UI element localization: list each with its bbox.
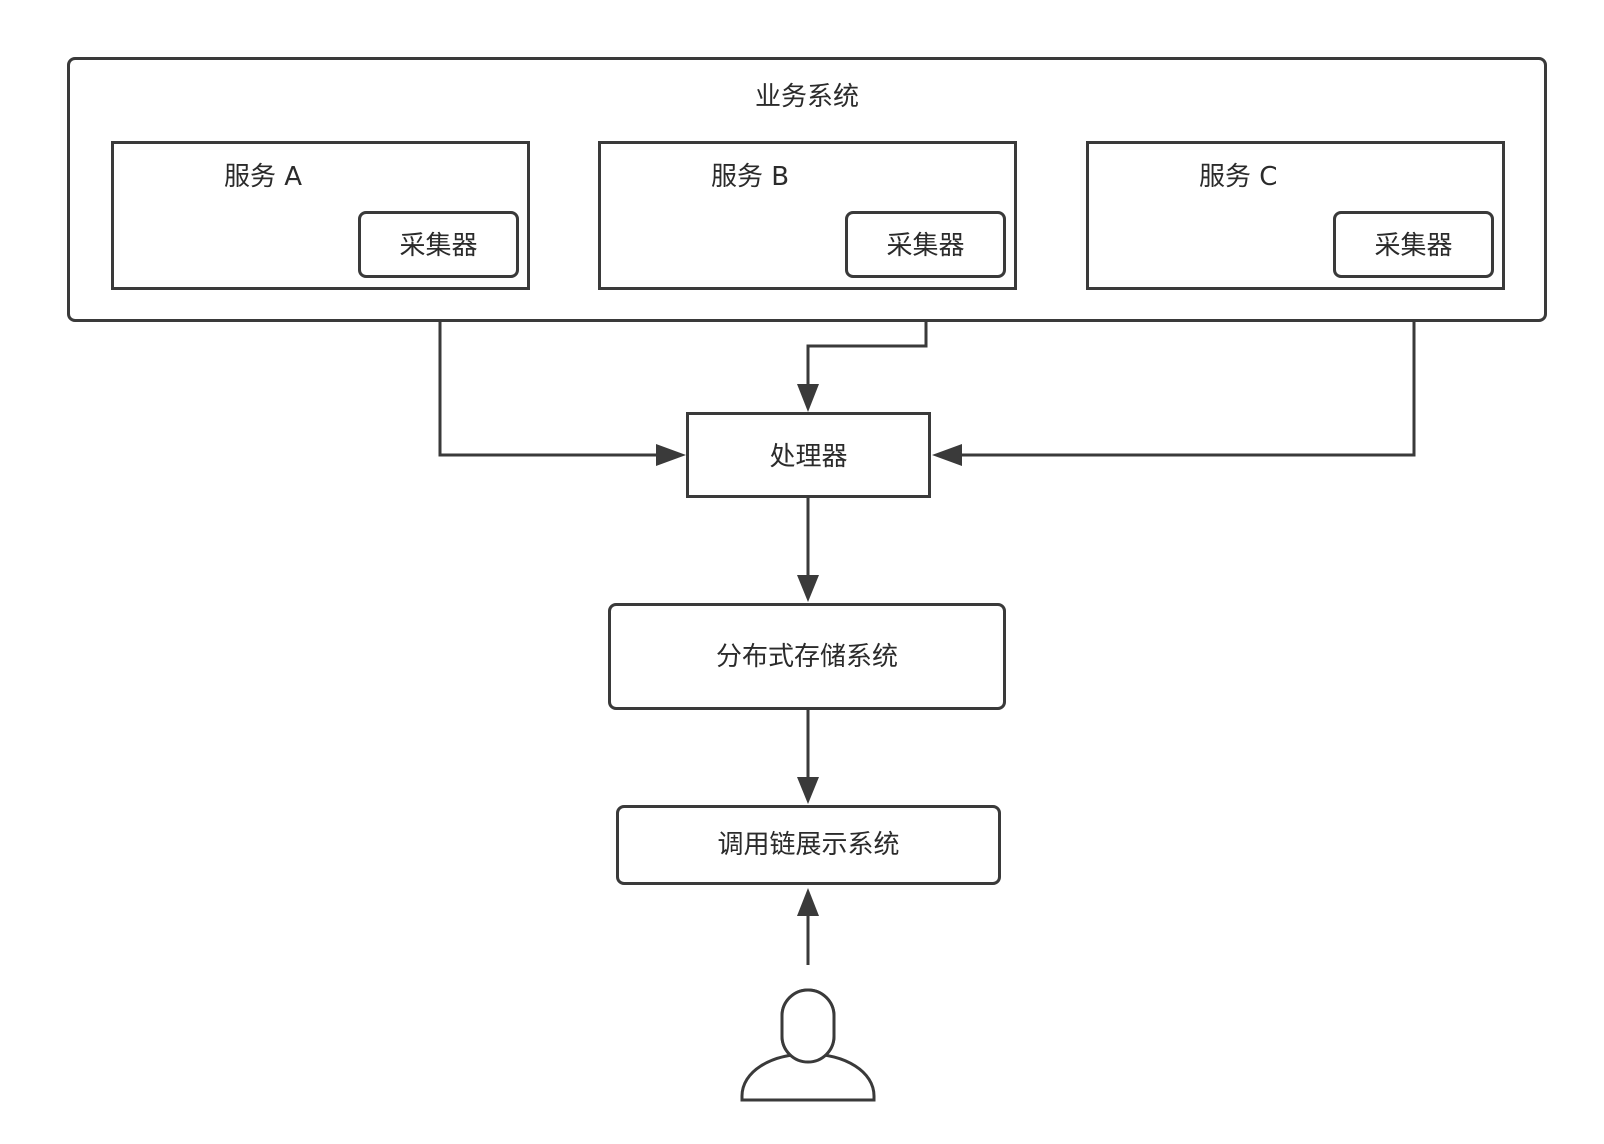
- display-box: 调用链展示系统: [616, 805, 1001, 885]
- connector-collector-c-to-processor: [958, 283, 1416, 457]
- storage-label: 分布式存储系统: [715, 642, 898, 672]
- collector-a-box: 采集器: [358, 211, 519, 278]
- storage-box: 分布式存储系统: [608, 603, 1006, 710]
- user-icon: [740, 988, 876, 1102]
- arrowhead-display-in: [797, 777, 819, 804]
- arrowhead-left-in: [656, 444, 686, 466]
- connector-collector-a-to-processor: [438, 283, 660, 457]
- service-c-label: 服务 C: [1199, 162, 1278, 192]
- display-label: 调用链展示系统: [717, 830, 900, 860]
- collector-c-label: 采集器: [1374, 231, 1453, 261]
- collector-c-box: 采集器: [1333, 211, 1494, 278]
- arrowhead-right-in: [932, 444, 962, 466]
- service-a-label: 服务 A: [224, 162, 303, 192]
- arrowhead-display-from-user: [797, 888, 819, 916]
- arrowhead-storage-in: [797, 575, 819, 602]
- service-b-label: 服务 B: [711, 162, 790, 192]
- collector-b-box: 采集器: [845, 211, 1006, 278]
- business-system-title: 业务系统: [754, 82, 859, 112]
- processor-label: 处理器: [769, 442, 848, 472]
- collector-b-label: 采集器: [886, 231, 965, 261]
- collector-a-label: 采集器: [399, 231, 478, 261]
- processor-box: 处理器: [686, 412, 931, 498]
- arrowhead-top-in: [797, 384, 819, 412]
